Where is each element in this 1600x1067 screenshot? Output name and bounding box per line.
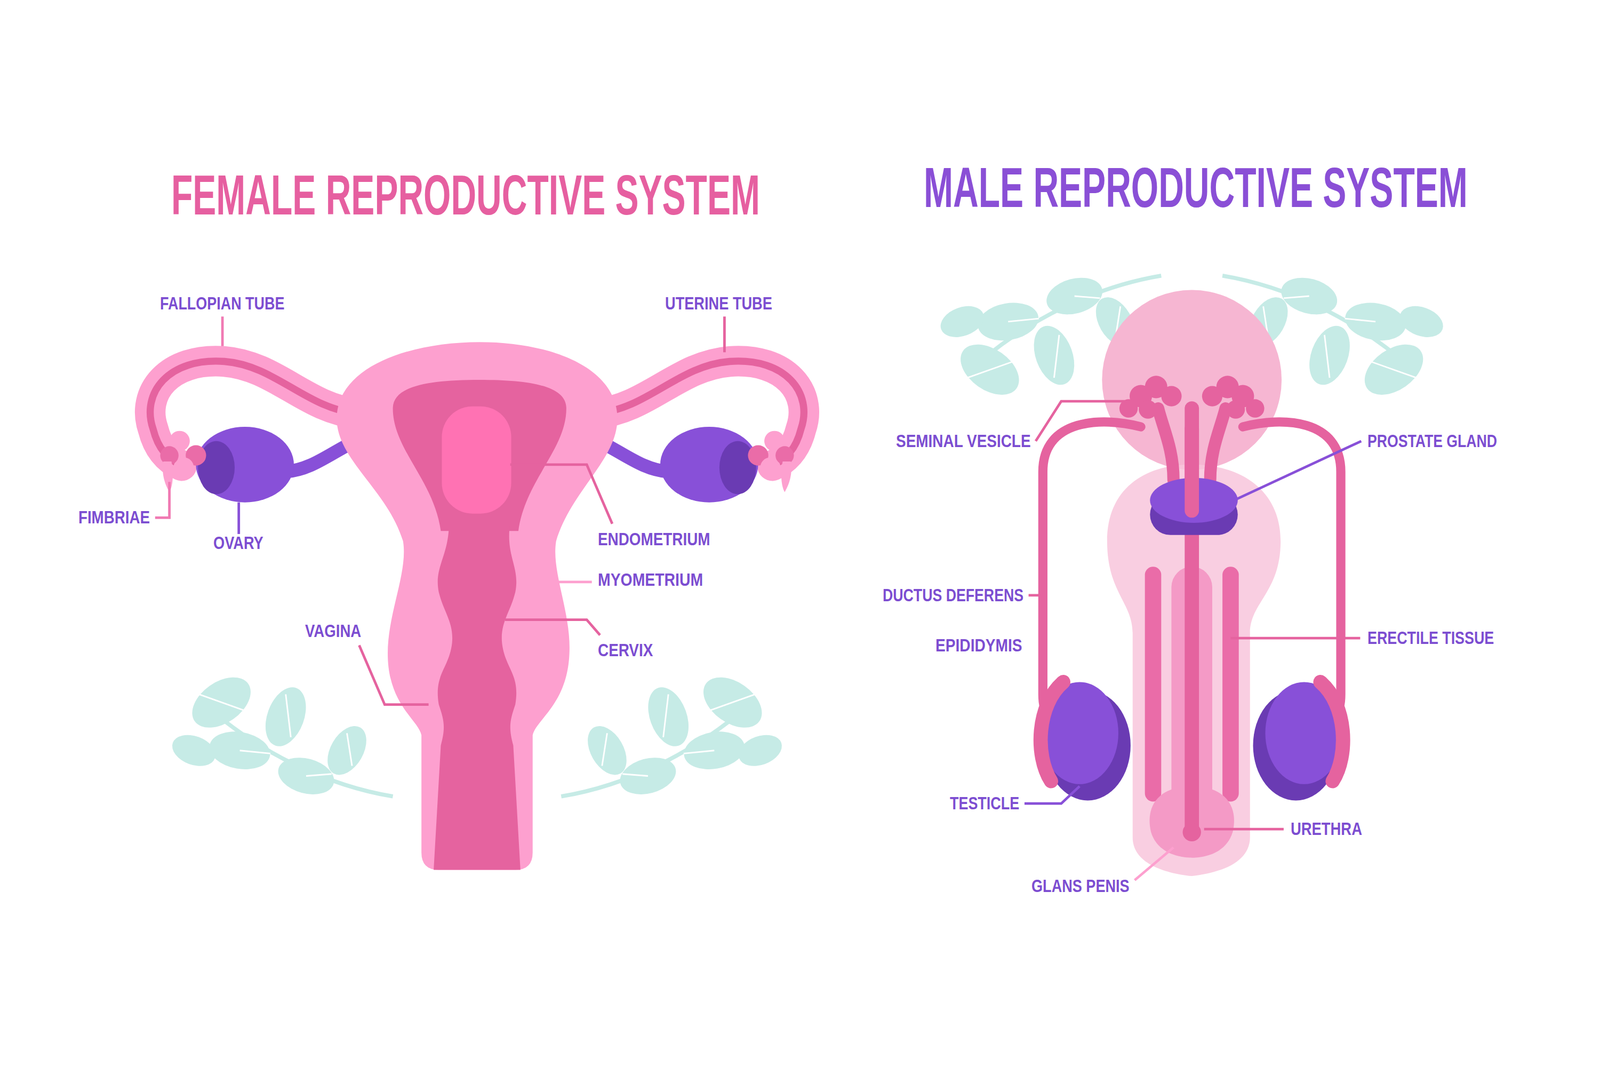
leader-line xyxy=(1204,827,1284,831)
leader-line xyxy=(1230,636,1360,640)
part-label: TESTICLE xyxy=(949,794,1020,813)
leader-line xyxy=(723,316,726,352)
part-label: GLANS PENIS xyxy=(1031,877,1130,895)
part-label: DUCTUS DEFERENS xyxy=(882,586,1024,605)
leader-line xyxy=(1028,593,1039,597)
female-organs xyxy=(150,341,805,870)
leaf-sprig xyxy=(561,666,787,800)
part-label: UTERINE TUBE xyxy=(665,294,773,313)
left-tube-ovary xyxy=(150,361,358,503)
section-title: FEMALE REPRODUCTIVE SYSTEM xyxy=(171,166,760,223)
leader-line xyxy=(505,619,600,636)
part-label: SEMINAL VESICLE xyxy=(896,432,1031,451)
corpus-cavernosum xyxy=(1222,566,1239,802)
urethra-tube xyxy=(1184,408,1199,830)
leader-line xyxy=(1035,401,1128,442)
cervical-canal xyxy=(433,522,521,870)
part-label: OVARY xyxy=(213,534,264,552)
uterus-inner xyxy=(393,379,567,531)
leader-line xyxy=(1229,441,1362,503)
part-label: FIMBRIAE xyxy=(78,508,150,527)
leader-line xyxy=(1134,847,1174,880)
urethra-meatus xyxy=(1182,822,1201,842)
part-label: MYOMETRIUM xyxy=(597,571,703,589)
part-label: PROSTATE GLAND xyxy=(1367,432,1498,451)
male-organs xyxy=(1040,290,1343,877)
part-label: EPIDIDYMIS xyxy=(935,636,1023,655)
leader-line xyxy=(510,464,613,524)
uterus-outer xyxy=(336,341,618,870)
part-label: URETHRA xyxy=(1290,820,1363,838)
leader-line xyxy=(358,645,429,705)
leader-line xyxy=(237,502,240,534)
part-label: CERVIX xyxy=(597,641,653,660)
part-label: ERECTILE TISSUE xyxy=(1367,629,1494,647)
right-tube-ovary xyxy=(596,361,804,503)
endometrium-cavity xyxy=(441,406,511,514)
part-label: VAGINA xyxy=(305,622,362,640)
section-title: MALE REPRODUCTIVE SYSTEM xyxy=(923,159,1468,216)
leader-line xyxy=(544,580,592,584)
leader-line xyxy=(221,316,224,347)
leader-line xyxy=(1024,786,1080,804)
urethra-tube xyxy=(1184,428,1199,511)
leader-lines xyxy=(155,316,1362,880)
corpus-cavernosum xyxy=(1145,566,1162,802)
part-label: FALLOPIAN TUBE xyxy=(160,294,285,313)
leader-line xyxy=(155,481,170,518)
leaf-sprig xyxy=(168,666,394,800)
part-label: ENDOMETRIUM xyxy=(597,530,710,549)
